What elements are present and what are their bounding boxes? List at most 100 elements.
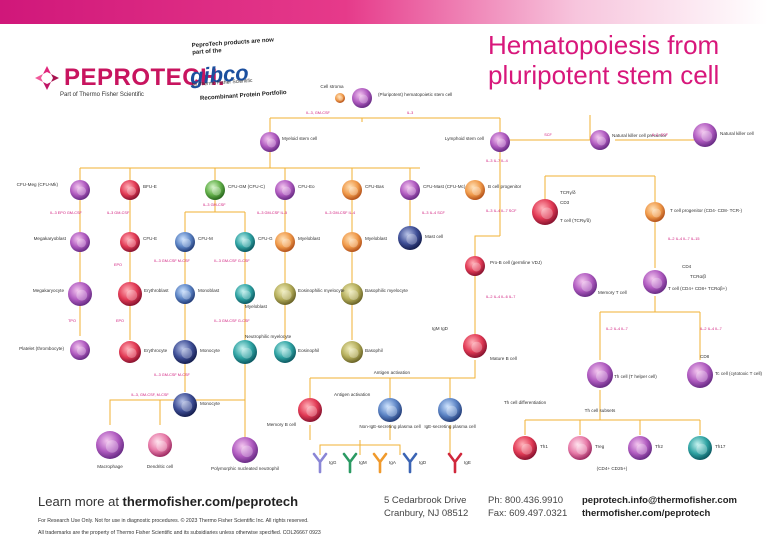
- cell-cfu-gm-label: CFU-GM (CFU-C): [228, 184, 265, 189]
- cell-cfu-bas: [342, 180, 362, 200]
- factor-f_cfu_g: IL-3 GM-CSF G-CSF: [214, 259, 250, 263]
- cell-myeloblast-eo: [275, 232, 295, 252]
- cell-eosinophil: [274, 341, 296, 363]
- cell-nk-precursor-nucleus: [597, 136, 606, 146]
- annotation-cd8: CD8: [700, 354, 710, 359]
- annotation-tcrgd: TCRγ/δ: [560, 190, 576, 195]
- cell-monoblast-label: Monoblast: [198, 288, 220, 293]
- factor-f_lymph: IL-3 IL-7 IL-4: [486, 159, 508, 163]
- cell-monocyte: [173, 340, 197, 364]
- cell-t-progenitor-nucleus: [652, 208, 661, 218]
- factor-f_stem_lymphoid: IL-3: [407, 111, 414, 115]
- cell-th2-label: Th2: [655, 444, 663, 449]
- cell-macrophage: [96, 431, 124, 459]
- cell-stroma-label: Cell stroma: [320, 84, 344, 89]
- cell-myeloblast-bas-nucleus: [349, 238, 358, 248]
- factor-f_cfu_m: IL-3 GM-CSF M-CSF: [154, 259, 190, 263]
- cell-stem-label: (Pluripotent) hematopoietic stem cell: [378, 92, 452, 97]
- antibody-shape-ig_igg: [312, 452, 328, 474]
- cell-treg: [568, 436, 592, 460]
- cell-eosinophil-nucleus: [281, 348, 292, 359]
- cell-myeloblast-n: [235, 284, 255, 304]
- footer-research-notice: For Research Use Only. Not for use in di…: [38, 518, 309, 524]
- cell-memory-b: [298, 398, 322, 422]
- cell-nk-label: Natural killer cell: [720, 131, 754, 136]
- antibody-shape-ig_iga: [372, 452, 388, 474]
- cell-mast-nucleus: [406, 233, 418, 245]
- antibody-shape-ig_igd: [402, 452, 418, 474]
- cell-neutrophil: [233, 340, 257, 364]
- connector-line: [389, 360, 476, 398]
- cell-megakaryocyte-label: Megakaryocyte: [33, 288, 65, 293]
- factor-f_cfu_e: EPO: [116, 319, 124, 323]
- cell-b-progenitor: [465, 180, 485, 200]
- phone-number[interactable]: Ph: 800.436.9910: [488, 495, 564, 506]
- factor-f_gm: IL-3 GM-CSF: [203, 203, 226, 207]
- cell-non-ige-label: Non-IgE-secreting plasma cell: [359, 424, 420, 429]
- cell-myeloblast-eo-label: Myeloblast: [298, 236, 321, 241]
- cell-tc: [687, 362, 713, 388]
- cell-macrophage-nucleus: [105, 440, 119, 453]
- cell-ige-nucleus: [446, 405, 458, 417]
- cell-cfu-mast: [400, 180, 420, 200]
- cell-cfu-meg-nucleus: [77, 186, 86, 196]
- cell-tc-nucleus: [696, 370, 708, 383]
- cell-myeloid-label: Myeloid stem cell: [282, 136, 317, 141]
- cell-non-ige: [378, 398, 402, 422]
- cell-cfu-eo: [275, 180, 295, 200]
- cell-bas-myelocyte-label: Basophilic myelocyte: [365, 288, 408, 293]
- cell-th-nucleus: [596, 370, 608, 383]
- cell-t-gd-nucleus: [541, 207, 553, 220]
- peprotech-logo[interactable]: PEPROTECH.: [34, 64, 225, 92]
- antibody-shape-ig_igm: [342, 452, 358, 474]
- cell-myeloid-nucleus: [267, 138, 276, 148]
- cell-t-ab: [643, 270, 667, 294]
- cell-erythrocyte-nucleus: [126, 348, 137, 359]
- cell-nk-precursor: [590, 130, 610, 150]
- cell-basophil-nucleus: [348, 348, 359, 359]
- cell-t-gd: [532, 199, 558, 225]
- factor-f_nk1: SCF: [544, 133, 552, 137]
- cell-t-ab-label: T cell (CD4+ CD8+ TCRαβ+): [668, 286, 727, 291]
- cell-mast-label: Mast cell: [425, 234, 443, 239]
- factor-f_mono: IL-3 GM-CSF M-CSF: [154, 373, 190, 377]
- cell-eos-myelocyte: [274, 283, 296, 305]
- site-link[interactable]: thermofisher.com/peprotech: [582, 508, 711, 519]
- footer-learn-more[interactable]: Learn more at thermofisher.com/peprotech: [38, 494, 298, 509]
- cell-memory-t-label: Memory T cell: [598, 290, 627, 295]
- cell-erythrocyte-label: Erythrocyte: [144, 348, 168, 353]
- cell-cfu-g-label: CFU-G: [258, 236, 273, 241]
- annotation-antigen_act1: Antigen activation: [374, 370, 411, 375]
- cell-pro-b: [465, 256, 485, 276]
- factor-f_neut: IL-3 GM-CSF G-CSF: [214, 319, 250, 323]
- connector-line: [360, 444, 401, 455]
- learn-url[interactable]: thermofisher.com/peprotech: [122, 494, 299, 509]
- cell-cfu-m-nucleus: [182, 238, 191, 248]
- cell-eos-myelocyte-label: Eosinophilic myelocyte: [298, 288, 345, 293]
- cell-lymphoid: [490, 132, 510, 152]
- antibody-label-ig_igm: IgM: [359, 460, 367, 465]
- footer-web: peprotech.info@thermofisher.com thermofi…: [582, 494, 737, 520]
- factor-f_plat: TPO: [68, 319, 76, 323]
- cell-mature-b-label: Mature B cell: [490, 356, 517, 361]
- cell-bfu-e-nucleus: [127, 186, 136, 196]
- connector-line: [360, 117, 363, 122]
- factor-f_meg: IL-3 EPO GM-CSF: [50, 211, 82, 215]
- title-line-2: pluripotent stem cell: [488, 60, 720, 90]
- cell-megakaryoblast-nucleus: [77, 238, 86, 248]
- cell-th: [587, 362, 613, 388]
- cell-cfu-eo-nucleus: [282, 186, 291, 196]
- cell-cfu-m-label: CFU-M: [198, 236, 213, 241]
- factor-f_bprog: IL-3 IL-4 IL-7 SCF: [486, 209, 517, 213]
- cell-eos-myelocyte-nucleus: [281, 290, 292, 301]
- cell-megakaryocyte-nucleus: [76, 289, 88, 301]
- cell-neutrophil2: [232, 437, 258, 463]
- fax-number: Fax: 609.497.0321: [488, 508, 568, 519]
- cell-cfu-gm-nucleus: [212, 186, 221, 196]
- cell-cfu-meg: [70, 180, 90, 200]
- factor-f_stem_myeloid: IL-3, GM-CSF: [306, 111, 330, 115]
- cell-t-ab-nucleus: [651, 277, 663, 289]
- address-line-1: 5 Cedarbrook Drive: [384, 495, 467, 506]
- email-link[interactable]: peprotech.info@thermofisher.com: [582, 495, 737, 506]
- cell-myeloblast-eo-nucleus: [282, 238, 291, 248]
